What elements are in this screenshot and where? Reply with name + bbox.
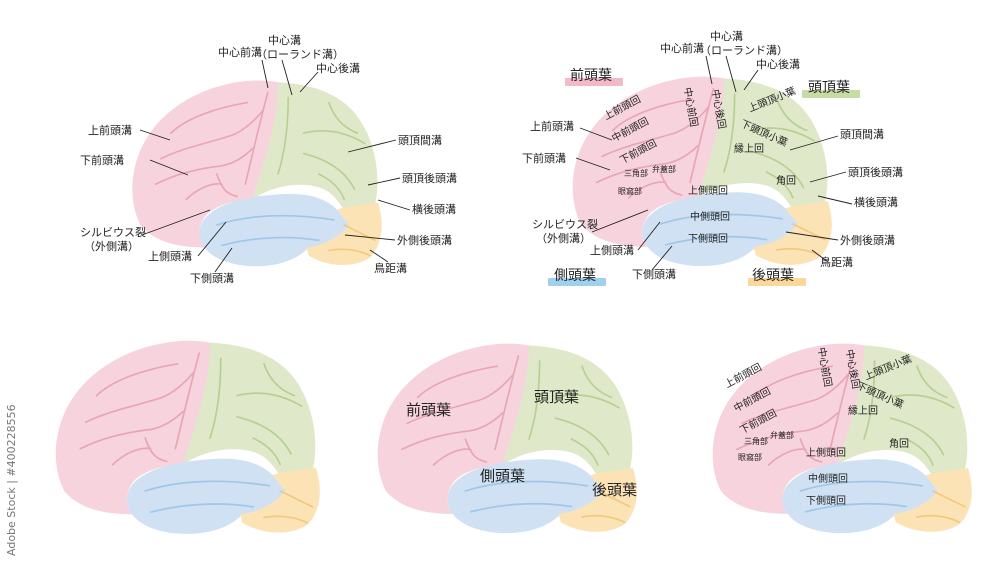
panel-lobes: 前頭葉 頭頂葉 側頭葉 後頭葉	[376, 342, 638, 534]
label-sylvian-fissure: シルビウス裂	[80, 226, 146, 239]
tag-occipital	[748, 278, 806, 286]
brain-plain	[54, 339, 321, 535]
label-rolandic: （ローランド溝）	[700, 44, 788, 57]
label-rolandic: （ローランド溝）	[256, 48, 344, 61]
lobe-temporal: 側頭葉	[480, 467, 525, 485]
panel-full: 前頭葉 頭頂葉 側頭葉 後頭葉 中心前溝 中心溝 （ローランド溝） 中心後溝 上…	[522, 30, 903, 286]
label-central-sulcus: 中心溝	[710, 30, 743, 43]
lobe-frontal: 前頭葉	[570, 67, 612, 84]
label-lateral-occipital-sulcus: 外側後頭溝	[397, 233, 452, 247]
tag-parietal	[802, 90, 860, 98]
label-central-sulcus: 中心溝	[268, 34, 301, 47]
panel-regions: 上前頭回 中前頭回 下前頭回 中心前回 中心後回 上頭頂小葉 下頭頂小葉 縁上回…	[711, 342, 973, 534]
lobe-temporal: 側頭葉	[554, 268, 596, 284]
label-inferior-frontal-sulcus: 下前頭溝	[522, 151, 566, 165]
label-inferior-temporal-sulcus: 下側頭溝	[632, 268, 676, 281]
region-superior-temporal-gyrus: 上側頭回	[806, 446, 846, 459]
label-superior-frontal-sulcus: 上前頭溝	[88, 123, 132, 137]
lobe-occipital: 後頭葉	[592, 481, 637, 499]
tag-temporal	[548, 278, 606, 286]
watermark: Adobe Stock | #400228556	[5, 404, 18, 556]
region-opercular-part: 弁蓋部	[770, 430, 794, 440]
label-parieto-occipital-sulcus: 頭頂後頭溝	[848, 165, 903, 179]
brain-lobes	[376, 342, 638, 534]
region-inferior-temporal-gyrus: 下側頭回	[806, 494, 846, 507]
label-parieto-occipital-sulcus: 頭頂後頭溝	[402, 171, 457, 185]
label-intraparietal-sulcus: 頭頂間溝	[398, 134, 442, 147]
label-lateral-sulcus: （外側溝）	[536, 232, 591, 245]
region-triangular-part: 三角部	[744, 436, 768, 446]
label-transverse-occipital-sulcus: 横後頭溝	[854, 195, 898, 209]
label-precentral-sulcus: 中心前溝	[218, 45, 262, 59]
label-inferior-temporal-sulcus: 下側頭溝	[190, 272, 234, 285]
label-precentral-sulcus: 中心前溝	[660, 41, 704, 55]
lobe-parietal: 頭頂葉	[808, 80, 850, 96]
label-transverse-occipital-sulcus: 横後頭溝	[412, 202, 456, 216]
region-middle-temporal-gyrus: 中側頭回	[690, 210, 730, 223]
panel-plain	[54, 339, 321, 535]
label-postcentral-sulcus: 中心後溝	[756, 57, 800, 71]
label-lateral-sulcus: （外側溝）	[84, 240, 139, 253]
brain-sulci	[131, 79, 383, 268]
label-inferior-frontal-sulcus: 下前頭溝	[80, 153, 124, 167]
tag-frontal	[565, 78, 623, 86]
region-middle-temporal-gyrus: 中側頭回	[808, 472, 848, 485]
label-intraparietal-sulcus: 頭頂間溝	[840, 128, 884, 141]
label-sylvian-fissure: シルビウス裂	[532, 218, 598, 231]
lobe-occipital: 後頭葉	[752, 268, 794, 284]
region-angular-gyrus: 角回	[889, 438, 909, 450]
region-opercular-part: 弁蓋部	[652, 164, 676, 174]
label-postcentral-sulcus: 中心後溝	[316, 61, 360, 75]
region-supramarginal-gyrus: 縁上回	[734, 142, 764, 155]
label-superior-temporal-sulcus: 上側頭溝	[148, 250, 192, 263]
region-triangular-part: 三角部	[624, 168, 648, 178]
label-superior-frontal-sulcus: 上前頭溝	[530, 119, 574, 133]
region-supramarginal-gyrus: 縁上回	[848, 404, 878, 417]
label-superior-temporal-sulcus: 上側頭溝	[590, 244, 634, 257]
region-superior-temporal-gyrus: 上側頭回	[688, 184, 728, 197]
lobe-parietal: 頭頂葉	[534, 388, 579, 406]
region-angular-gyrus: 角回	[776, 175, 796, 187]
region-orbital-part: 眼窩部	[738, 452, 762, 462]
region-inferior-temporal-gyrus: 下側頭回	[688, 232, 728, 245]
label-calcarine-sulcus: 鳥距溝	[374, 261, 407, 275]
panel-sulci: 中心前溝 中心溝 （ローランド溝） 中心後溝 上前頭溝 下前頭溝 頭頂間溝 頭頂…	[80, 34, 457, 285]
label-lateral-occipital-sulcus: 外側後頭溝	[840, 233, 895, 247]
stock-id-watermark: Adobe Stock | #400228556	[5, 404, 18, 556]
label-calcarine-sulcus: 鳥距溝	[820, 255, 853, 269]
region-orbital-part: 眼窩部	[618, 186, 642, 196]
lobe-frontal: 前頭葉	[406, 401, 451, 419]
